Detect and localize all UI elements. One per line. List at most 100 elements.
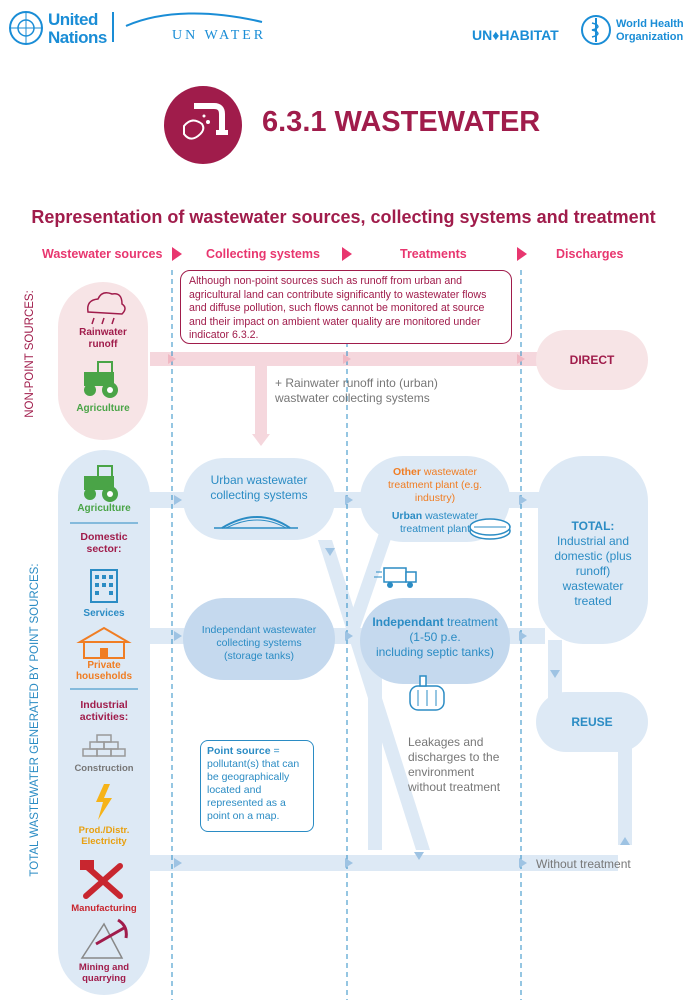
col-header-discharges: Discharges <box>556 247 624 261</box>
arrow-icon <box>519 858 527 868</box>
urban-collecting-pill <box>183 458 335 540</box>
who-logo <box>580 14 612 46</box>
point-source-def-line5: represented as a <box>207 797 286 809</box>
arrow-icon <box>414 852 424 860</box>
arrow-icon <box>519 631 527 641</box>
domestic-label-2: sector: <box>86 543 122 555</box>
point-source-definition-box: Point source = pollutant(s) that can be … <box>200 740 314 832</box>
arrow-icon <box>550 670 560 678</box>
leakages-label-4: without treatment <box>408 780 501 794</box>
direct-pill <box>536 330 648 390</box>
who-emblem-icon <box>581 15 611 45</box>
arrow-icon <box>345 631 353 641</box>
indep-down-flow <box>368 640 382 850</box>
leakages-label-1: Leakages and <box>408 735 484 749</box>
subtitle: Representation of wastewater sources, co… <box>31 207 656 227</box>
header-arrow-3-icon <box>517 247 527 261</box>
prod-label-1: Prod./Distr. <box>78 825 130 836</box>
rainwater-label-2: runoff <box>88 339 118 350</box>
header-arrow-1-icon <box>172 247 182 261</box>
pipe-network-icon <box>214 516 298 529</box>
without-treatment-label: Without treatment <box>536 857 631 871</box>
arrow-icon <box>174 495 182 505</box>
un-emblem-icon <box>9 11 43 45</box>
leakages-label-3: environment <box>408 765 475 779</box>
arrow-icon <box>343 354 351 364</box>
title-icon <box>164 86 242 164</box>
plant-treatment-pill <box>360 456 510 542</box>
point-sources-pill <box>58 450 150 995</box>
construction-label: Construction <box>74 763 134 774</box>
tractor-icon-point <box>84 465 118 502</box>
urban-collecting-label-2: collecting systems <box>210 488 308 502</box>
col-header-sources: Wastewater sources <box>42 247 163 261</box>
side-label-nonpoint: NON-POINT SOURCES: <box>24 290 36 418</box>
mining-icon <box>80 918 128 959</box>
indep-collecting-label-2: collecting systems <box>216 637 302 649</box>
arrow-icon <box>517 354 525 364</box>
point-source-def-line3: be geographically <box>207 771 290 783</box>
rainwater-label-1: Rainwater <box>79 327 127 338</box>
unhabitat-text: UN♦HABITAT <box>472 27 559 43</box>
header-arrow-2-icon <box>342 247 352 261</box>
tools-icon <box>80 860 123 899</box>
col-header-collecting: Collecting systems <box>206 247 320 261</box>
leakages-label-2: discharges to the <box>408 750 500 764</box>
wastewater-pipe-icon <box>164 86 242 164</box>
who-text-line1: World Health <box>616 18 684 30</box>
services-label: Services <box>83 608 125 619</box>
runoff-arrow-icon <box>252 434 270 446</box>
private-label-2: households <box>75 671 133 682</box>
arrow-icon <box>168 354 176 364</box>
who-text-line2: Organization <box>616 31 684 43</box>
urban-collecting-label-1: Urban wastewater <box>210 473 308 487</box>
building-icon <box>90 569 118 603</box>
arrow-icon <box>325 548 335 556</box>
point-source-def-line1: Point source = <box>207 745 280 757</box>
un-text-line1: United <box>48 10 98 29</box>
arrow-icon <box>519 495 527 505</box>
nonpoint-note-text: Although non-point sources such as runof… <box>189 275 487 341</box>
total-label-4: wastewater <box>562 579 624 593</box>
septic-tank-icon <box>409 675 445 711</box>
unwater-text: UN WATER <box>172 28 267 43</box>
arrow-icon <box>620 837 630 845</box>
page-title: 6.3.1 WASTEWATER <box>262 106 541 138</box>
prod-label-2: Electricity <box>81 836 127 847</box>
point-source-def-line6: point on a map. <box>207 810 280 822</box>
urban-plant-label-1: Urban wastewater <box>391 510 479 522</box>
domestic-to-indep-flow <box>148 628 193 644</box>
agri-to-urban-flow <box>148 492 190 508</box>
other-plant-label-3: industry) <box>414 492 456 504</box>
mining-label-2: quarrying <box>82 973 126 984</box>
nonpoint-note-box: Although non-point sources such as runof… <box>180 270 512 344</box>
total-label-3: runoff) <box>575 564 611 578</box>
total-label-1: Industrial and <box>556 534 630 548</box>
agriculture-nonpoint-label: Agriculture <box>76 403 130 414</box>
header-divider <box>112 12 114 42</box>
other-plant-label-2: treatment plant (e.g. <box>388 479 482 491</box>
domestic-label-1: Domestic <box>80 531 128 543</box>
runoff-into-label-1: + Rainwater runoff into (urban) <box>275 376 438 390</box>
reuse-pill <box>536 692 648 752</box>
runoff-drop-flow <box>255 366 267 436</box>
point-source-def-line4: located and <box>207 784 262 796</box>
treatment-tank-icon <box>469 518 511 540</box>
truck-icon <box>374 567 417 588</box>
direct-label: DIRECT <box>569 353 615 367</box>
total-to-reuse-flow <box>548 640 562 698</box>
indep-treatment-pill <box>360 598 510 684</box>
manufacturing-label: Manufacturing <box>71 903 137 914</box>
unwater-logo <box>122 8 272 48</box>
industrial-label-2: activities: <box>79 711 129 723</box>
total-label-2: domestic (plus <box>554 549 632 563</box>
un-text-line2: Nations <box>48 28 107 47</box>
un-logo <box>8 10 44 46</box>
other-plant-label-1: Other wastewater <box>392 466 478 478</box>
rain-cloud-icon <box>86 292 126 325</box>
unwater-wave-icon <box>125 12 263 27</box>
arrow-icon <box>345 858 353 868</box>
indep-treatment-label-2: (1-50 p.e. <box>409 630 461 644</box>
arrow-icon <box>345 495 353 505</box>
